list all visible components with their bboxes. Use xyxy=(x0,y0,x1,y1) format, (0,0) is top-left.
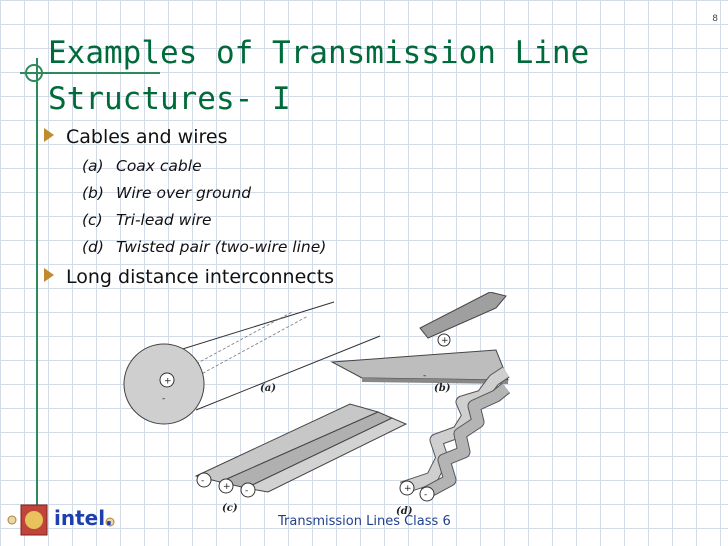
ground-minus-sign: - xyxy=(423,371,426,381)
bullet-long-distance: Long distance interconnects xyxy=(44,266,334,288)
coax-plus-sign: + xyxy=(164,377,172,387)
sub-item-tri-lead: (c) Tri-lead wire xyxy=(82,211,212,229)
slide-title: Examples of Transmission Line Structures… xyxy=(48,30,688,122)
title-rule-horizontal xyxy=(20,72,160,74)
sub-item-text: Twisted pair (two-wire line) xyxy=(116,238,327,256)
sub-item-text: Tri-lead wire xyxy=(116,211,212,229)
logo-ornament-icon xyxy=(7,504,115,536)
twisted-minus-sign: - xyxy=(424,490,427,500)
footer-text: Transmission Lines Class 6 xyxy=(278,514,451,529)
intel-logo-text: intel. xyxy=(54,506,113,530)
sub-item-tag: (a) xyxy=(82,157,104,175)
trilead-plus-sign: + xyxy=(223,482,231,492)
page-number: 8 xyxy=(712,14,718,24)
twisted-pair-drawing: + - (d) xyxy=(396,366,510,517)
label-b: (b) xyxy=(434,383,451,394)
sub-item-tag: (b) xyxy=(82,184,104,202)
bullet-marker-icon xyxy=(44,268,54,282)
margin-rule-vertical xyxy=(36,58,38,528)
label-a: (a) xyxy=(260,383,276,394)
title-line-1: Examples of Transmission Line xyxy=(48,35,590,71)
sub-item-text: Wire over ground xyxy=(116,184,252,202)
coax-minus-sign: - xyxy=(162,394,165,404)
transmission-line-figure: + - (a) + - (b) - + - (c) xyxy=(123,292,510,517)
rule-ring-ornament xyxy=(25,64,43,82)
wire-over-ground-drawing: + - (b) xyxy=(330,292,509,394)
bullet-text: Cables and wires xyxy=(66,126,228,148)
title-line-2: Structures- I xyxy=(48,81,291,117)
coax-cable-drawing: + - (a) xyxy=(123,301,381,425)
sub-item-tag: (d) xyxy=(82,238,104,256)
label-d: (d) xyxy=(396,506,413,517)
bullet-marker-icon xyxy=(44,128,54,142)
sub-item-wire-over-ground: (b) Wire over ground xyxy=(82,184,251,202)
tri-lead-wire-drawing: - + - (c) xyxy=(194,403,408,514)
ground-plus-sign: + xyxy=(441,336,449,346)
sub-item-twisted-pair: (d) Twisted pair (two-wire line) xyxy=(82,238,326,256)
sub-item-text: Coax cable xyxy=(116,157,202,175)
trilead-minus-sign-2: - xyxy=(245,486,248,496)
label-c: (c) xyxy=(222,503,238,514)
trilead-minus-sign-1: - xyxy=(201,476,204,486)
intel-logo: intel. xyxy=(6,500,118,540)
sub-item-tag: (c) xyxy=(82,211,103,229)
bullet-cables-and-wires: Cables and wires xyxy=(44,126,227,148)
bullet-text: Long distance interconnects xyxy=(66,266,335,288)
sub-item-coax: (a) Coax cable xyxy=(82,157,202,175)
twisted-plus-sign: + xyxy=(404,484,412,494)
